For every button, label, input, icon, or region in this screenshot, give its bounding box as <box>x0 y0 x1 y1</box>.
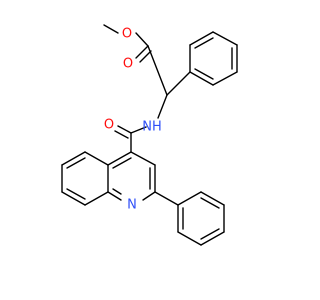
bond-phenyl1-e <box>212 71 238 86</box>
bond-benzo-b <box>61 151 86 166</box>
amide-nitrogen: NH <box>142 120 162 135</box>
bond-c2-phenyl <box>154 191 179 206</box>
bond-ester-carbonyl-1 <box>135 45 149 59</box>
bond-amide-carbonyl-2 <box>114 130 129 139</box>
bond-quinoline-d <box>107 191 122 201</box>
bond-ester-carbonyl-2 <box>139 50 152 63</box>
amide-carbonyl-oxygen: O <box>104 118 114 133</box>
bond-quinoline-c <box>142 191 156 201</box>
bond-benzo-d <box>61 191 86 206</box>
quinoline-nitrogen-label: N <box>127 198 137 213</box>
bond-benzo-double-1 <box>66 157 86 169</box>
bond-nitrogen-amide-carbon <box>130 126 147 134</box>
bond-phenyl1-double-3 <box>194 68 214 80</box>
bond-quinoline-f <box>107 151 132 166</box>
bond-benzo-double-2 <box>66 188 86 200</box>
bond-benzo-a <box>84 151 109 166</box>
bond-phenyl1-b <box>189 31 214 46</box>
bond-quinoline-double-2 <box>112 157 132 169</box>
bond-phenyl2-e <box>177 231 202 246</box>
ester-carbonyl-oxygen-label: O <box>123 57 133 72</box>
amide-carbonyl-oxygen-label: O <box>104 118 114 133</box>
bond-benzo-e <box>84 191 109 206</box>
bond-phenyl2-double-2 <box>200 228 220 240</box>
bond-oxygen-ester-carbon <box>135 32 149 47</box>
bond-alpha-phenyl <box>166 71 191 96</box>
bond-quinoline-double-3 <box>112 188 122 195</box>
methoxy-oxygen: O <box>122 27 132 42</box>
bond-methyl-oxygen <box>103 24 119 34</box>
bond-phenyl2-d <box>200 231 225 246</box>
bond-quinoline-a <box>130 151 156 166</box>
bond-alpha-nitrogen <box>157 94 168 119</box>
bond-phenyl2-double-1 <box>200 197 220 209</box>
molecule-structure: O O NH O N <box>61 24 238 246</box>
methoxy-oxygen-label: O <box>122 27 132 42</box>
bond-ester-alpha <box>147 45 168 96</box>
amide-nitrogen-label: NH <box>142 120 162 135</box>
bond-layer <box>61 24 238 246</box>
bond-phenyl1-c <box>212 31 238 46</box>
bond-phenyl2-b <box>200 191 225 206</box>
bond-phenyl2-a <box>177 191 202 206</box>
bond-phenyl1-double-1 <box>194 37 214 49</box>
quinoline-nitrogen: N <box>127 198 137 213</box>
bond-amide-carbonyl-1 <box>117 125 132 134</box>
molecule-canvas: O O NH O N <box>61 24 238 246</box>
atom-label-layer: O O NH O N <box>104 27 162 213</box>
bond-phenyl1-f <box>189 71 214 86</box>
ester-carbonyl-oxygen: O <box>123 57 133 72</box>
